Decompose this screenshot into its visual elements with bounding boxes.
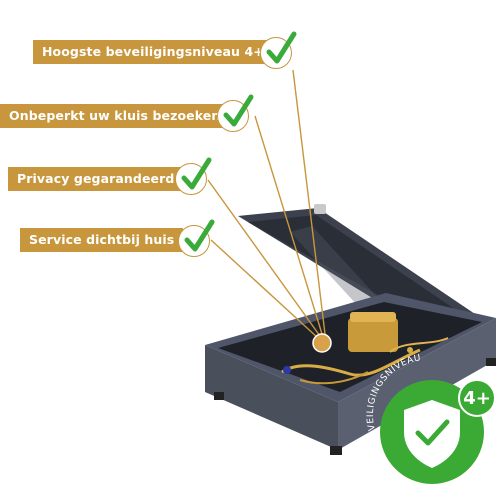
safe-foot [330, 446, 342, 455]
safe-foot [214, 392, 224, 400]
check-icon-3 [175, 157, 212, 195]
feature-label-1: Hoogste beveiligingsniveau 4+ [33, 40, 273, 64]
badge-level-circle [458, 379, 496, 417]
safe-lock [314, 204, 326, 214]
badge-level-text: 4+ [463, 388, 491, 409]
safe-base-front [205, 345, 338, 450]
leader-line-2 [254, 115, 323, 335]
gold-chain [389, 337, 449, 353]
feature-label-4: Service dichtbij huis [20, 228, 184, 252]
gem [407, 347, 413, 353]
check-icon-4 [178, 219, 215, 257]
jewellery-box [348, 318, 398, 352]
leader-line-1 [292, 69, 326, 335]
feature-label-3: Privacy gegarandeerd [8, 167, 184, 191]
gold-chain [281, 348, 421, 377]
jewellery-box-lid [350, 312, 396, 322]
check-icon-2 [217, 94, 254, 132]
safe-foot [486, 358, 496, 366]
leader-line-4 [210, 239, 319, 339]
focus-dot [312, 333, 332, 353]
feature-label-2: Onbeperkt uw kluis bezoeken [0, 104, 230, 128]
gold-chain [299, 371, 369, 385]
safe-lid-glare [290, 226, 380, 306]
check-icon-1 [260, 31, 297, 69]
shield-icon [404, 400, 460, 468]
shield-check-icon [415, 419, 450, 446]
gem [283, 366, 291, 374]
leader-line-3 [207, 179, 321, 337]
